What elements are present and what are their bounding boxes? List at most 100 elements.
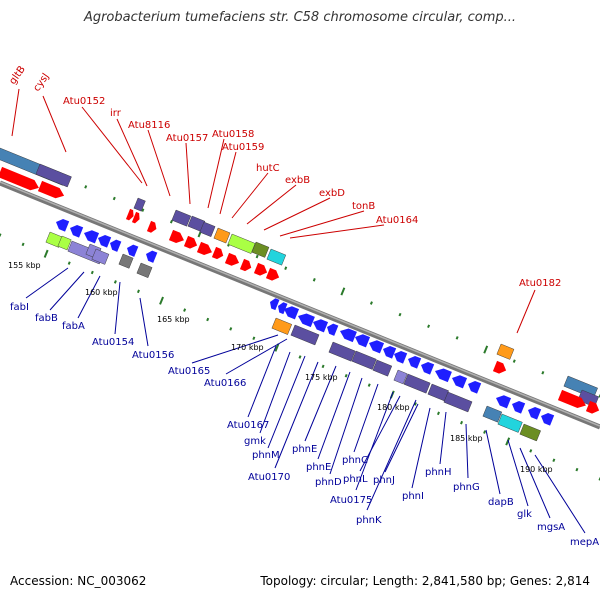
forward-gene-label: irr bbox=[110, 108, 122, 119]
forward-gene-arrow bbox=[585, 400, 600, 414]
label-leader-line bbox=[329, 377, 363, 475]
reverse-gene-arrow bbox=[56, 218, 70, 232]
forward-gene-arrow bbox=[239, 258, 252, 272]
major-tick bbox=[483, 345, 489, 354]
reverse-gene-arrow bbox=[394, 350, 408, 364]
minor-tick bbox=[136, 289, 140, 294]
minor-tick bbox=[367, 383, 371, 387]
forward-gene-label: exbB bbox=[285, 175, 310, 186]
cog-feature bbox=[563, 375, 598, 399]
cog-feature bbox=[403, 373, 431, 394]
reverse-gene-label: mgsA bbox=[537, 522, 565, 533]
label-leader-layer bbox=[11, 88, 586, 534]
cog-feature bbox=[372, 359, 393, 377]
forward-gene-label: Atu0164 bbox=[376, 215, 418, 226]
cog-feature bbox=[35, 163, 72, 188]
forward-gene-label: Atu0182 bbox=[519, 278, 561, 289]
reverse-gene-arrow bbox=[421, 361, 435, 375]
label-leader-line bbox=[139, 297, 149, 347]
label-leader-line bbox=[42, 95, 67, 153]
cog-feature bbox=[213, 227, 231, 244]
kbp-position-label: 190 kbp bbox=[520, 465, 553, 474]
minor-tick bbox=[312, 278, 316, 282]
minor-tick bbox=[413, 402, 417, 406]
cog-feature bbox=[519, 423, 541, 442]
label-leader-line bbox=[11, 88, 20, 137]
forward-gene-arrow bbox=[0, 166, 39, 191]
label-leader-line bbox=[263, 197, 331, 231]
reverse-gene-arrow bbox=[528, 406, 542, 420]
minor-tick bbox=[598, 394, 600, 398]
cog-feature bbox=[171, 209, 192, 227]
label-leader-line bbox=[274, 361, 319, 469]
reverse-gene-label: fabA bbox=[62, 321, 85, 332]
label-leader-line bbox=[191, 334, 279, 364]
label-leader-line bbox=[439, 411, 447, 465]
kbp-position-label: 170 kbp bbox=[231, 343, 264, 352]
genome-summary: Topology: circular; Length: 2,841,580 bp… bbox=[260, 574, 590, 588]
reverse-gene-arrow bbox=[313, 319, 329, 333]
reverse-gene-label: fabB bbox=[35, 313, 58, 324]
reverse-gene-arrow bbox=[512, 400, 526, 414]
reverse-gene-arrow bbox=[452, 375, 468, 389]
minor-tick bbox=[512, 359, 516, 363]
label-leader-line bbox=[49, 271, 85, 311]
reverse-gene-label: Atu0175 bbox=[330, 495, 372, 506]
minor-tick bbox=[141, 208, 145, 212]
minor-tick bbox=[67, 261, 71, 265]
reverse-gene-label: mepA bbox=[570, 537, 599, 548]
kbp-position-label: 155 kbp bbox=[8, 261, 41, 270]
cog-feature bbox=[91, 248, 110, 265]
label-leader-line bbox=[185, 142, 191, 205]
reverse-gene-arrow bbox=[408, 355, 422, 369]
genome-backbone bbox=[0, 180, 600, 430]
label-leader-line bbox=[77, 275, 101, 319]
reverse-gene-arrow bbox=[270, 298, 280, 311]
minor-tick bbox=[575, 467, 579, 472]
reverse-gene-arrow bbox=[70, 224, 84, 238]
cog-feature bbox=[393, 369, 408, 385]
reverse-gene-arrow bbox=[327, 323, 339, 336]
forward-gene-arrow bbox=[146, 220, 157, 233]
minor-tick bbox=[112, 196, 116, 201]
reverse-gene-arrow bbox=[541, 412, 555, 426]
reverse-gene-label: phnL bbox=[343, 474, 368, 485]
forward-gene-label: tonB bbox=[352, 201, 375, 212]
gene-arrow-layer bbox=[0, 166, 600, 426]
minor-tick bbox=[255, 254, 259, 259]
label-leader-line bbox=[116, 118, 148, 187]
reverse-gene-arrow bbox=[98, 234, 112, 248]
reverse-gene-arrow bbox=[110, 239, 122, 252]
forward-gene-label: Atu0159 bbox=[222, 142, 264, 153]
forward-gene-label: exbD bbox=[319, 188, 345, 199]
minor-tick bbox=[483, 430, 487, 434]
forward-gene-label: Atu0158 bbox=[212, 129, 254, 140]
label-leader-line bbox=[507, 439, 529, 507]
minor-tick bbox=[169, 219, 173, 224]
label-leader-line bbox=[359, 395, 401, 472]
forward-gene-label: Atu0157 bbox=[166, 133, 208, 144]
cog-feature bbox=[199, 221, 216, 237]
cog-feature bbox=[290, 324, 320, 346]
label-leader-line bbox=[25, 267, 69, 299]
label-leader-line bbox=[534, 454, 586, 534]
kbp-position-label: 180 kbp bbox=[377, 403, 410, 412]
reverse-gene-arrow bbox=[298, 313, 315, 328]
forward-gene-label: Atu0152 bbox=[63, 96, 105, 107]
forward-gene-label: hutC bbox=[256, 163, 280, 174]
cog-feature bbox=[351, 350, 377, 370]
cog-feature bbox=[271, 317, 293, 335]
label-leader-line bbox=[411, 407, 431, 489]
label-leader-line bbox=[353, 383, 379, 453]
cog-feature bbox=[482, 405, 503, 423]
cog-feature bbox=[497, 413, 523, 433]
reverse-gene-label: dapB bbox=[488, 497, 514, 508]
label-leader-line bbox=[247, 345, 277, 418]
label-leader-line bbox=[279, 210, 365, 237]
kbp-position-label: 185 kbp bbox=[450, 434, 483, 443]
minor-tick bbox=[398, 312, 402, 317]
major-tick bbox=[505, 437, 511, 446]
forward-gene-arrow bbox=[492, 360, 507, 374]
forward-gene-arrow bbox=[265, 267, 280, 281]
